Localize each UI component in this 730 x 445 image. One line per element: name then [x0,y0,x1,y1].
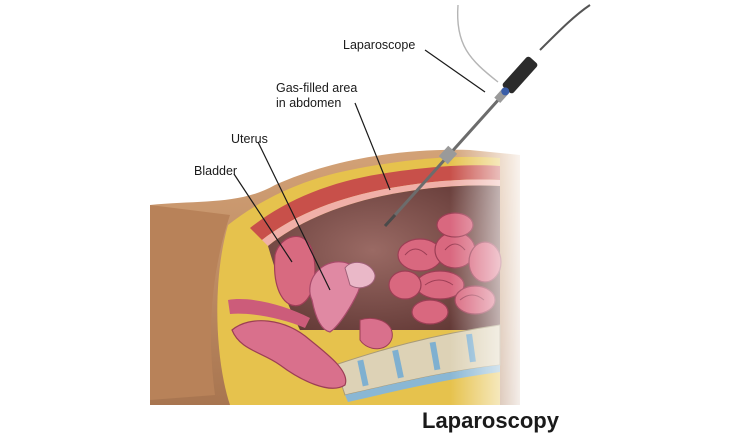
diagram-title: Laparoscopy [422,408,559,433]
rectum [231,320,347,389]
leader-gas-area [354,102,391,191]
vagina [228,299,310,328]
laparoscope-handle [494,56,538,103]
label-uterus: Uterus [231,132,268,146]
leader-lines [233,49,486,291]
label-gas-area-line2: in abdomen [276,96,342,110]
uterus [309,261,361,333]
leader-uterus [257,141,331,291]
laparoscope-cable [539,4,591,51]
right-fade [450,140,530,410]
label-gas-area-line1: Gas-filled area [276,81,358,95]
leader-bladder [233,173,293,263]
label-bladder: Bladder [194,164,238,178]
label-laparoscope: Laparoscope [343,38,416,52]
leader-laparoscope [424,49,486,93]
laparoscope-trocar [438,145,458,165]
ovary [344,261,376,289]
peritoneum-line [262,179,500,246]
light-cable [456,4,499,83]
perineum [150,205,230,400]
laparoscope-tip [383,213,397,228]
bowel-segment [359,317,393,350]
